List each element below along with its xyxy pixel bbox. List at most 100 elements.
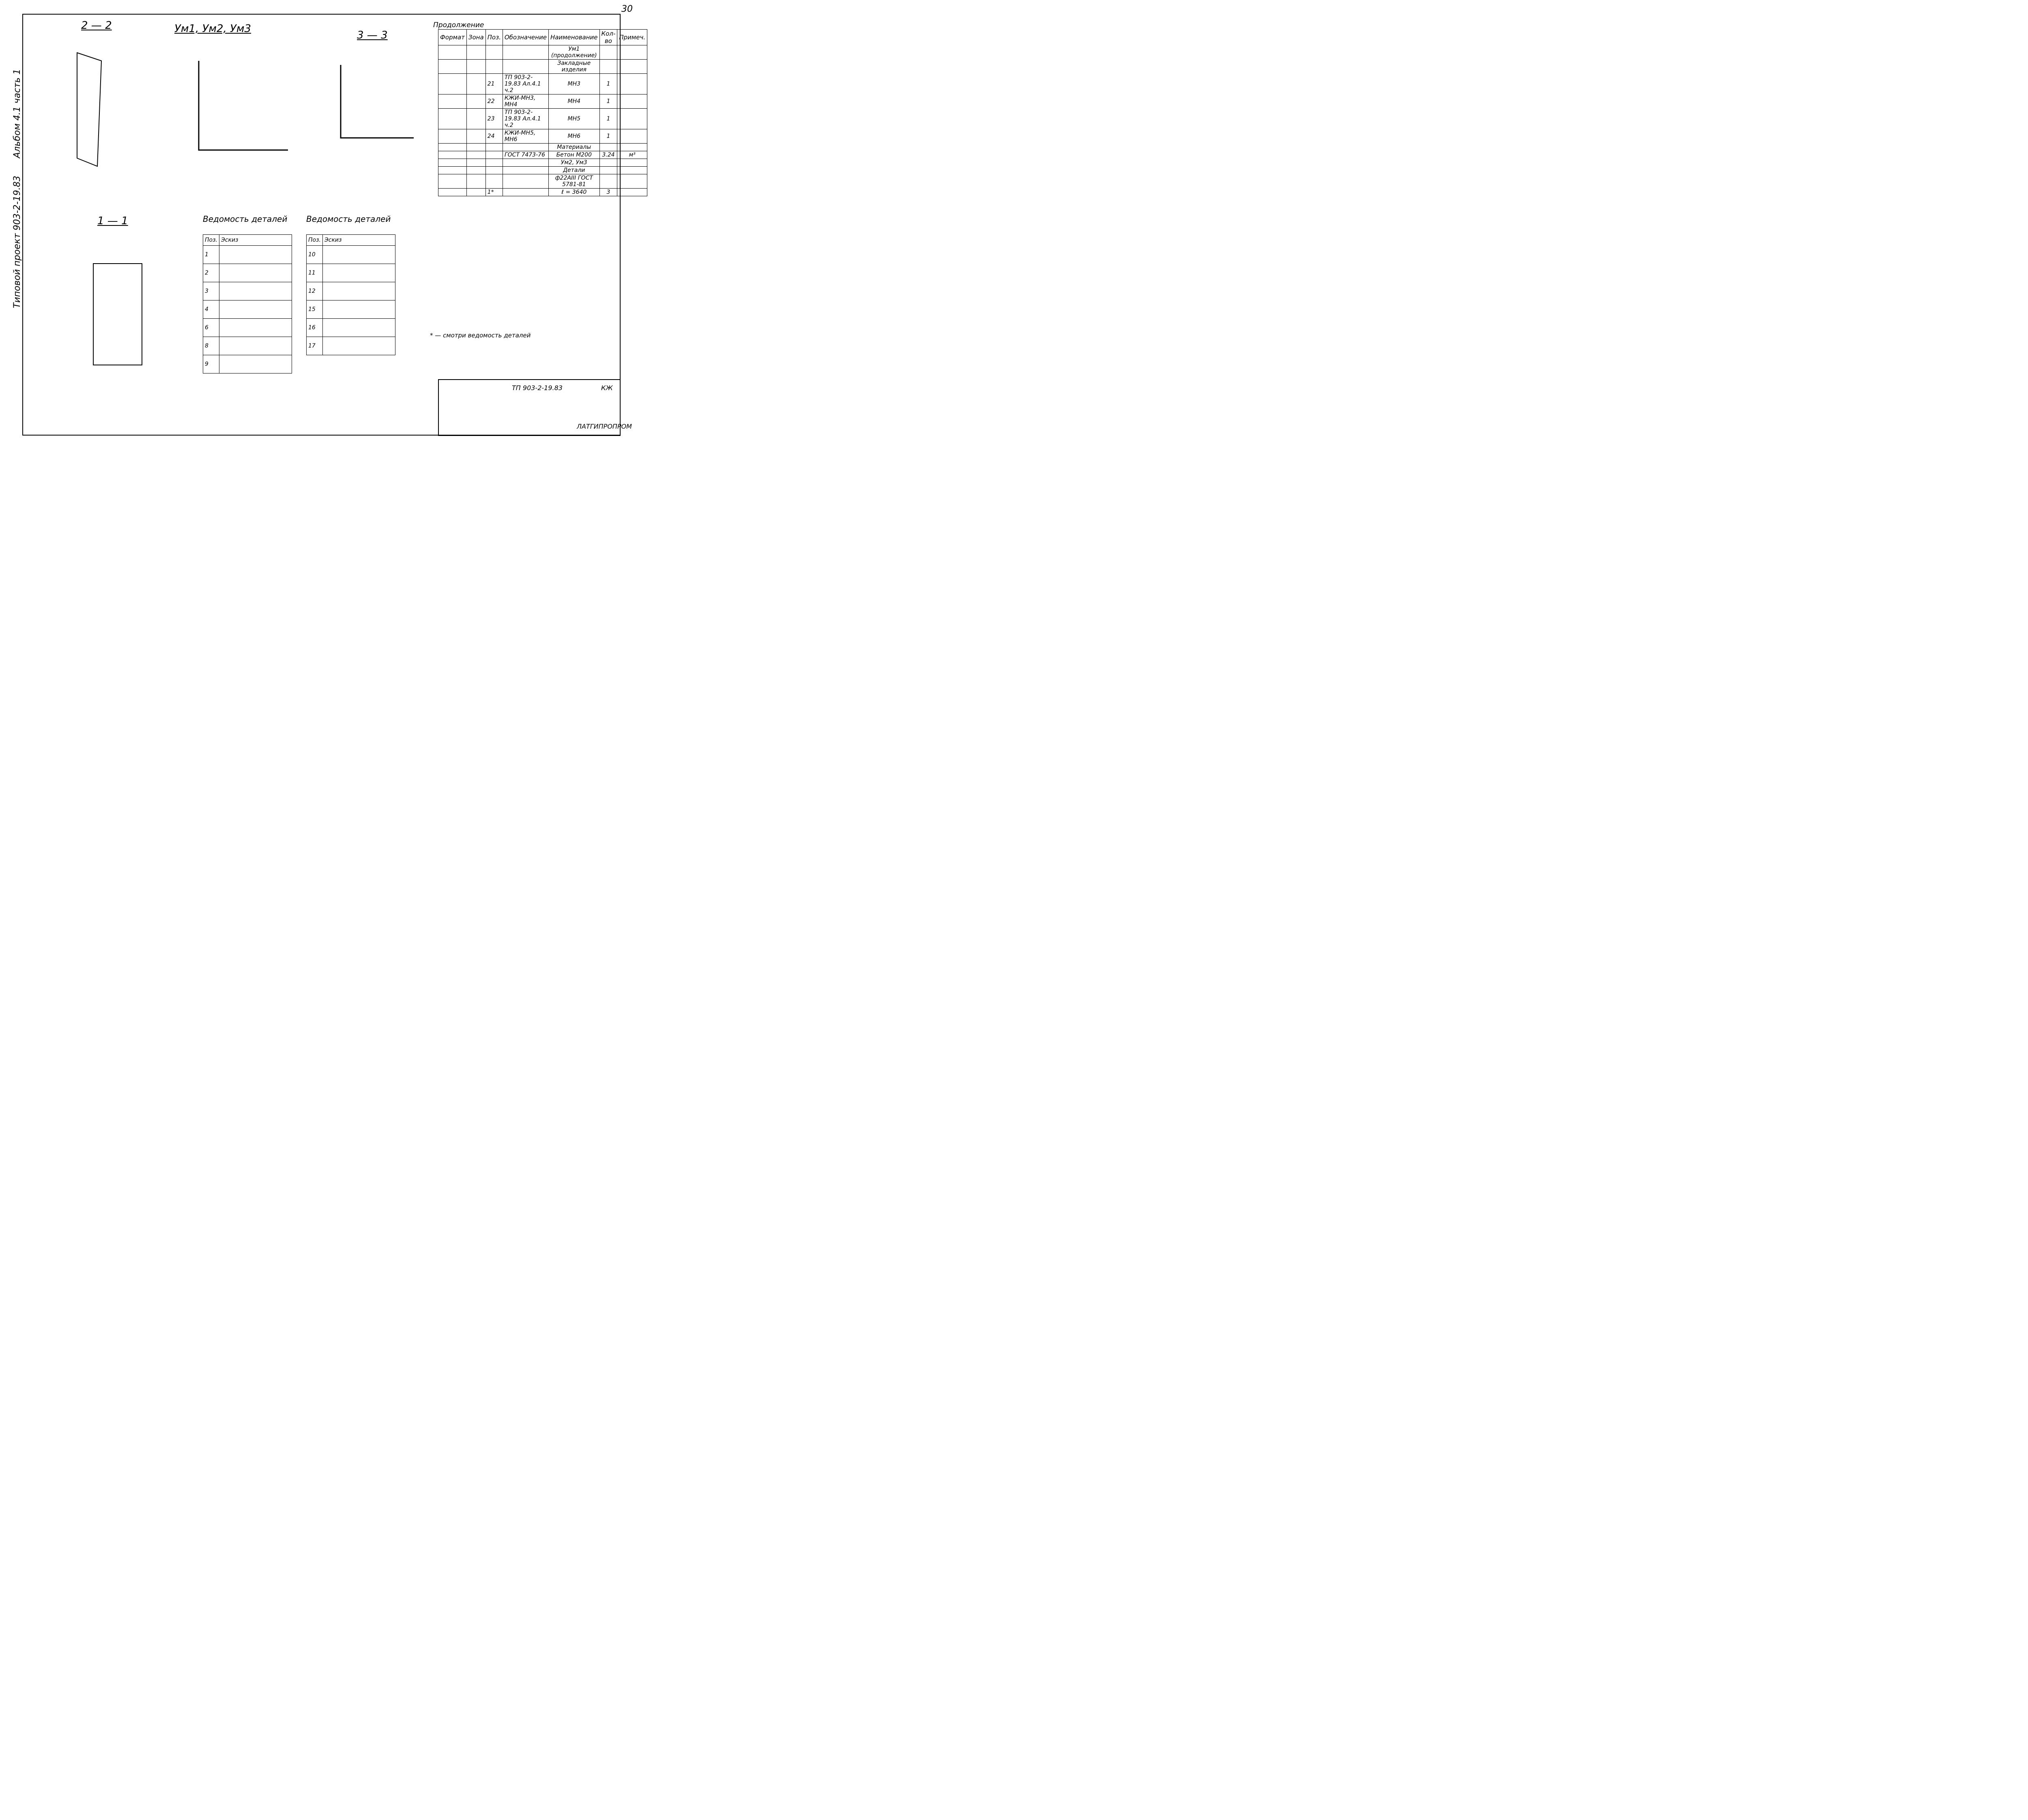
spec-cell bbox=[466, 143, 486, 151]
side-label-album: Альбом 4.1 часть 1 bbox=[12, 69, 22, 158]
schedule-sketch-cell bbox=[219, 300, 292, 319]
schedule-sketch-cell bbox=[322, 264, 395, 282]
spec-cell bbox=[617, 59, 648, 74]
spec-cell bbox=[466, 94, 486, 109]
spec-cell bbox=[438, 94, 467, 109]
spec-header-row: Формат Зона Поз. Обозначение Наименовани… bbox=[438, 29, 648, 45]
spec-cell bbox=[617, 108, 648, 129]
spec-cell bbox=[617, 159, 648, 167]
spec-cell bbox=[617, 73, 648, 94]
spec-header-qty: Кол-во bbox=[599, 29, 618, 45]
schedule-row: 3 bbox=[203, 282, 292, 300]
spec-cell bbox=[485, 143, 503, 151]
schedule-row: 9 bbox=[203, 355, 292, 373]
section-title-1-1: 1 — 1 bbox=[97, 215, 128, 227]
spec-cell bbox=[502, 143, 549, 151]
spec-cell: ГОСТ 7473-76 bbox=[502, 151, 549, 159]
spec-cell bbox=[438, 159, 467, 167]
spec-row: Закладные изделия bbox=[438, 59, 648, 74]
spec-cell bbox=[466, 151, 486, 159]
schedule-pos-cell: 11 bbox=[306, 264, 323, 282]
spec-cell bbox=[502, 188, 549, 196]
spec-cell bbox=[466, 159, 486, 167]
schedule-row: 10 bbox=[306, 245, 395, 264]
spec-cell: м³ bbox=[617, 151, 648, 159]
schedule-sketch-cell bbox=[322, 337, 395, 355]
spec-cell bbox=[485, 174, 503, 189]
spec-row: Ум1 (продолжение) bbox=[438, 45, 648, 60]
schedule-header-row: Поз.Эскиз bbox=[203, 234, 292, 246]
title-block-org: ЛАТГИПРОПРОМ bbox=[577, 423, 632, 430]
spec-cell bbox=[502, 45, 549, 60]
schedule-row: 6 bbox=[203, 318, 292, 337]
sheet-number: 30 bbox=[621, 4, 633, 14]
schedule-pos-cell: 4 bbox=[203, 300, 219, 319]
spec-cell bbox=[599, 59, 618, 74]
schedule-sketch-cell bbox=[219, 355, 292, 373]
spec-cell bbox=[485, 151, 503, 159]
title-block: ТП 903-2-19.83 КЖ ЛАТГИПРОПРОМ bbox=[438, 379, 632, 436]
spec-header-pos: Поз. bbox=[485, 29, 503, 45]
schedule-sketch-cell bbox=[219, 264, 292, 282]
spec-cell bbox=[438, 143, 467, 151]
spec-cell: 23 bbox=[485, 108, 503, 129]
spec-row: Материалы bbox=[438, 143, 648, 151]
schedule-row: 16 bbox=[306, 318, 395, 337]
spec-cell bbox=[438, 129, 467, 144]
footnote: * — смотри ведомость деталей bbox=[430, 332, 531, 339]
spec-cell bbox=[438, 188, 467, 196]
title-block-stage: КЖ bbox=[601, 384, 613, 392]
spec-row: ф22АIII ГОСТ 5781-81 bbox=[438, 174, 648, 189]
schedule-row: 12 bbox=[306, 282, 395, 300]
schedule-pos-cell: 3 bbox=[203, 282, 219, 300]
schedule-sketch-cell bbox=[219, 282, 292, 300]
spec-cell: МН6 bbox=[548, 129, 600, 144]
side-labels: Альбом 4.1 часть 1 Типовой проект 903-2-… bbox=[12, 24, 24, 308]
schedule-row: 17 bbox=[306, 337, 395, 355]
schedule-row: 1 bbox=[203, 245, 292, 264]
spec-cell bbox=[599, 143, 618, 151]
spec-cell: МН4 bbox=[548, 94, 600, 109]
schedule-sketch-cell bbox=[219, 245, 292, 264]
schedule-header-cell: Эскиз bbox=[322, 234, 395, 246]
schedule-row: 8 bbox=[203, 337, 292, 355]
schedule-title-right: Ведомость деталей bbox=[306, 214, 391, 224]
spec-header-note: Примеч. bbox=[617, 29, 648, 45]
spec-cell bbox=[466, 166, 486, 174]
spec-cell bbox=[599, 159, 618, 167]
spec-cell bbox=[438, 151, 467, 159]
spec-cell: Бетон М200 bbox=[548, 151, 600, 159]
schedule-sketch-cell bbox=[219, 337, 292, 355]
spec-cell bbox=[617, 166, 648, 174]
spec-header-designation: Обозначение bbox=[502, 29, 549, 45]
spec-cell bbox=[466, 188, 486, 196]
schedule-sketch-cell bbox=[322, 300, 395, 319]
spec-cell bbox=[485, 159, 503, 167]
schedule-header-row: Поз.Эскиз bbox=[306, 234, 395, 246]
spec-cell bbox=[485, 45, 503, 60]
schedule-header-cell: Поз. bbox=[203, 234, 219, 246]
spec-cell: Ум2, Ум3 bbox=[548, 159, 600, 167]
specification-table: Формат Зона Поз. Обозначение Наименовани… bbox=[438, 29, 648, 196]
section-title-3-3: 3 — 3 bbox=[357, 29, 388, 41]
schedule-pos-cell: 12 bbox=[306, 282, 323, 300]
spec-cell: Ум1 (продолжение) bbox=[548, 45, 600, 60]
spec-cell: МН3 bbox=[548, 73, 600, 94]
schedule-title-left: Ведомость деталей bbox=[203, 214, 288, 224]
schedule-sketch-cell bbox=[322, 282, 395, 300]
spec-cell bbox=[599, 45, 618, 60]
spec-cell bbox=[466, 129, 486, 144]
spec-cell: 21 bbox=[485, 73, 503, 94]
spec-cell: ТП 903-2-19.83 Ал.4.1 ч.2 bbox=[502, 73, 549, 94]
section-1-1-drawing bbox=[93, 263, 142, 365]
spec-cell bbox=[438, 45, 467, 60]
schedule-sketch-cell bbox=[322, 318, 395, 337]
spec-cell bbox=[466, 59, 486, 74]
spec-cell: Материалы bbox=[548, 143, 600, 151]
schedule-sketch-cell bbox=[219, 318, 292, 337]
spec-row: Детали bbox=[438, 166, 648, 174]
